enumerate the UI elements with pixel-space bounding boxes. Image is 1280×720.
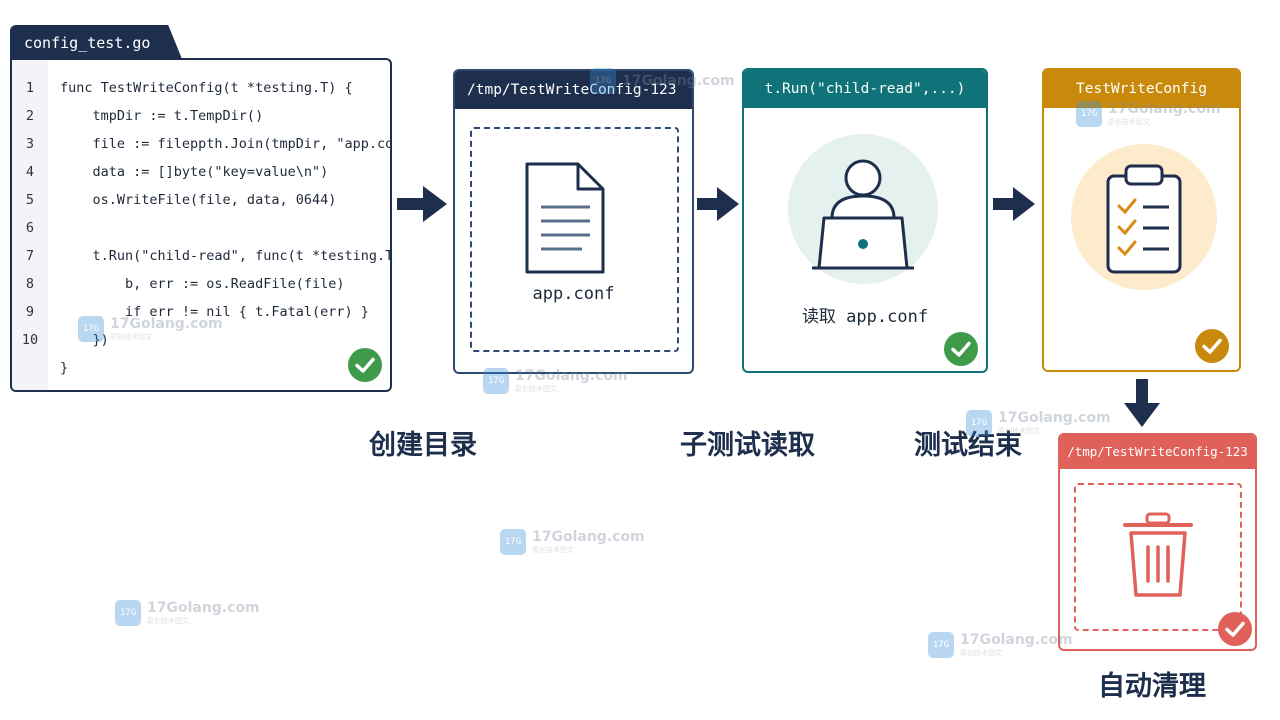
create-dir-header: /tmp/TestWriteConfig-123 [455, 71, 692, 109]
code-line: 7 t.Run("child-read", func(t *testing.T)… [12, 242, 390, 270]
watermark-logo-icon: 17G [928, 632, 954, 658]
watermark-logo-icon: 17G [78, 316, 104, 342]
line-number: 8 [25, 276, 35, 292]
check-icon [944, 332, 978, 366]
watermark: 17G 17Golang.com [590, 68, 735, 94]
line-number: 3 [25, 136, 35, 152]
code-line: 6 [12, 214, 390, 242]
code-line: 8 b, err := os.ReadFile(file) [12, 270, 390, 298]
line-number: 5 [25, 192, 35, 208]
code-line: 10 }) [12, 326, 390, 354]
user-laptop-icon [788, 134, 938, 284]
line-number: 1 [25, 80, 35, 96]
child-read-header: t.Run("child-read",...) [744, 70, 986, 108]
flow-arrow-icon [697, 187, 739, 221]
create-dir-card: /tmp/TestWriteConfig-123 app.conf [453, 69, 694, 374]
code-line: } [12, 354, 390, 382]
code-text: } [60, 360, 69, 376]
code-text: data := []byte("key=value\n") [60, 164, 329, 180]
code-text: func TestWriteConfig(t *testing.T) { [60, 80, 353, 96]
document-icon [524, 161, 606, 279]
caption-create-dir: 创建目录 [369, 430, 477, 461]
code-line: 9 if err != nil { t.Fatal(err) } [12, 298, 390, 326]
check-icon [1195, 329, 1229, 363]
line-number: 6 [25, 220, 35, 236]
cleanup-card: /tmp/TestWriteConfig-123 [1058, 433, 1257, 651]
code-file-tab[interactable]: config_test.go [10, 25, 182, 59]
down-arrow-icon [1124, 379, 1160, 427]
watermark-logo-icon: 17G [590, 68, 616, 94]
check-icon [1218, 612, 1252, 646]
cleanup-header: /tmp/TestWriteConfig-123 [1060, 435, 1255, 469]
test-end-header: TestWriteConfig [1044, 70, 1239, 108]
watermark-logo-icon: 17G [483, 368, 509, 394]
watermark-logo-icon: 17G [115, 600, 141, 626]
code-text: b, err := os.ReadFile(file) [60, 276, 345, 292]
line-number-gutter [12, 60, 48, 390]
child-read-card: t.Run("child-read",...) 读取 app.conf [742, 68, 988, 373]
caption-cleanup: 自动清理 [1098, 671, 1206, 702]
code-text: tmpDir := t.TempDir() [60, 108, 264, 124]
code-line: 5 os.WriteFile(file, data, 0644) [12, 186, 390, 214]
caption-child-read: 子测试读取 [680, 430, 815, 461]
trash-icon [1120, 511, 1196, 605]
code-panel: 1 func TestWriteConfig(t *testing.T) { 2 t… [10, 58, 392, 392]
clipboard-checklist-icon [1071, 144, 1217, 290]
watermark-logo-icon: 17G [1076, 101, 1102, 127]
test-end-card: TestWriteConfig [1042, 68, 1241, 372]
read-label: 读取 app.conf [801, 307, 929, 327]
flow-arrow-icon [397, 186, 447, 222]
code-text: t.Run("child-read", func(t *testing.T) { [60, 248, 392, 264]
code-line: 3 file := fileppth.Join(tmpDir, "app.con… [12, 130, 390, 158]
temp-dir-box [470, 127, 679, 352]
caption-test-end: 测试结束 [914, 430, 1022, 461]
code-text: if err != nil { t.Fatal(err) } [60, 304, 369, 320]
code-text: }) [60, 326, 109, 354]
line-number: 9 [25, 304, 35, 320]
watermark-logo-icon: 17G [500, 529, 526, 555]
check-icon [348, 348, 382, 382]
code-text: file := fileppth.Join(tmpDir, "app.conf"… [60, 136, 392, 152]
code-text: os.WriteFile(file, data, 0644) [60, 192, 337, 208]
watermark-logo-icon: 17G [966, 410, 992, 436]
code-line: 2 tmpDir := t.TempDir() [12, 102, 390, 130]
file-label: app.conf [532, 284, 615, 304]
flow-arrow-icon [993, 187, 1035, 221]
line-number: 2 [25, 108, 35, 124]
line-number: 7 [25, 248, 35, 264]
code-line: 4 data := []byte("key=value\n") [12, 158, 390, 186]
removed-dir-box [1074, 483, 1242, 631]
line-number: 10 [21, 332, 39, 348]
line-number: 4 [25, 164, 35, 180]
code-line: 1 func TestWriteConfig(t *testing.T) { [12, 74, 390, 102]
